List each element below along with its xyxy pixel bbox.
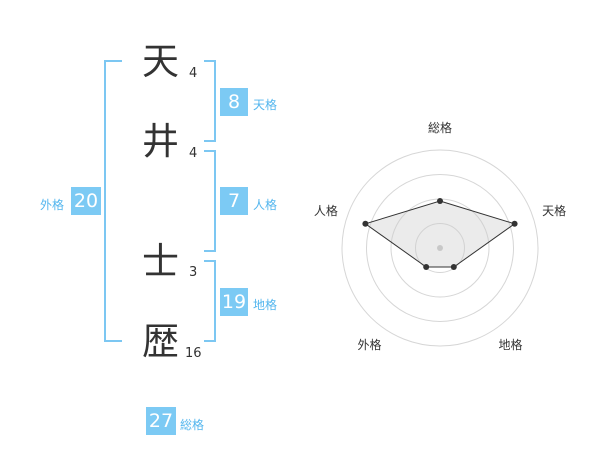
chikaku-label: 地格 [253,298,278,312]
name-char-1: 天 [142,40,179,83]
soukaku-value: 27 [146,407,176,435]
radar-grid-ring [341,149,539,347]
soukaku-label: 総格 [180,418,205,432]
jinkaku-label: 人格 [253,198,278,212]
radar-center-dot [437,245,443,251]
radar-axis-label-1: 総格 [428,120,452,135]
stroke-count-2: 4 [189,146,198,161]
chikaku-value: 19 [220,288,248,316]
radar-grid-ring [415,223,465,273]
tenkaku-bracket [204,60,216,142]
radar-point-4 [423,264,430,270]
name-char-3: 士 [142,240,179,283]
radar-point-3 [450,264,457,270]
radar-grid-ring [366,174,514,322]
radar-point-2 [511,220,518,227]
jinkaku-value: 7 [220,187,248,215]
tenkaku-value: 8 [220,88,248,116]
jinkaku-bracket [204,150,216,252]
name-char-2: 井 [142,120,179,163]
radar-axis-label-3: 地格 [498,337,522,352]
radar-axis-label-2: 天格 [542,203,566,218]
name-char-4: 歴 [142,320,179,363]
gaikaku-value: 20 [71,187,101,215]
tenkaku-label: 天格 [253,98,278,112]
radar-point-1 [437,198,443,204]
radar-axis-label-5: 人格 [314,203,338,218]
gaikaku-bracket [104,60,122,342]
stroke-count-3: 3 [189,265,198,280]
radar-point-5 [362,220,369,227]
radar-axis-label-4: 外格 [357,337,381,352]
radar-area [364,200,516,268]
chikaku-bracket [204,260,216,342]
stroke-count-4: 16 [185,346,202,361]
stroke-count-1: 4 [189,66,198,81]
gaikaku-label: 外格 [40,198,65,212]
